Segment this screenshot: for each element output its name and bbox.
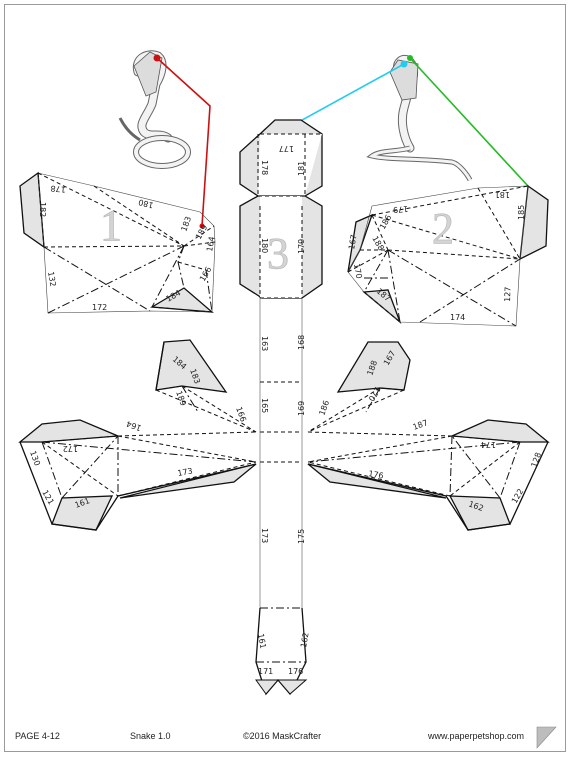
edge-label: 175 [297, 529, 306, 544]
edge-label: 172 [92, 303, 107, 312]
edge-label: 187 [412, 418, 429, 432]
edge-label: 161 [256, 633, 268, 650]
edge-label: 164 [125, 419, 142, 433]
page-curl [536, 726, 557, 749]
piece-1-outline [37, 172, 216, 314]
left-wing-flap-top [155, 339, 228, 393]
footer-copyright: ©2016 MaskCrafter [243, 731, 322, 741]
cyan-guide-line [283, 63, 405, 131]
edge-label: 169 [297, 401, 306, 416]
left-wing-flap-left [18, 419, 119, 443]
edge-label: 186 [317, 399, 331, 416]
edge-label: 167 [347, 234, 359, 251]
edge-label: 180 [137, 197, 154, 209]
part-number-3: 3 [267, 229, 289, 278]
edge-label: 170 [352, 263, 364, 280]
edge-label: 130 [28, 450, 42, 467]
edge-label: 164 [205, 236, 217, 253]
right-wing-flap-right [449, 419, 550, 443]
left-wing-outline [19, 341, 257, 531]
red-guide-dot-top [153, 54, 161, 62]
edge-label: 185 [517, 205, 526, 220]
red-guide-dot-bottom [199, 223, 205, 229]
edge-label: 163 [260, 336, 269, 351]
piece-3-tail-teeth [255, 679, 308, 695]
footer-model-name: Snake 1.0 [130, 731, 171, 741]
part-number-2: 2 [432, 204, 454, 253]
edge-label: 180 [260, 238, 269, 253]
piece-3-mid-face [260, 196, 302, 298]
piece-1-flap-bottom [149, 287, 214, 313]
edge-label: 121 [40, 489, 55, 507]
edge-label: 166 [234, 406, 248, 423]
edge-label: 181 [297, 161, 306, 176]
edge-label: 162 [299, 632, 311, 649]
edge-label: 128 [529, 451, 543, 468]
edge-label: 174 [450, 313, 465, 322]
edge-label: 176 [368, 469, 385, 481]
edge-label: 171 [258, 667, 273, 676]
edge-label: 173 [260, 528, 269, 543]
footer-page-number: PAGE 4-12 [15, 731, 60, 741]
piece-2-outline [347, 185, 529, 327]
green-guide-dot [407, 55, 413, 61]
page-border [4, 4, 566, 752]
edge-label: 183 [179, 215, 193, 232]
piece-3-top-face [258, 134, 322, 196]
edge-label: 178 [260, 160, 269, 175]
cyan-guide-dot [400, 60, 408, 68]
edge-label: 179 [297, 239, 306, 254]
snake-thumbnail-left [118, 50, 191, 169]
edge-label: 181 [495, 190, 510, 199]
snake-thumbnail-right [366, 55, 473, 182]
red-guide-line [156, 57, 211, 227]
edge-label: 172 [63, 444, 78, 453]
piece-2: 2 181 179 185 186 188 167 170 187 174 12… [347, 184, 549, 327]
edge-label: 186 [378, 213, 393, 231]
edge-label: 168 [297, 335, 306, 350]
right-wing-outline [307, 441, 549, 531]
part-number-1: 1 [100, 201, 122, 250]
green-guide-line [409, 57, 529, 187]
edge-label: 132 [46, 271, 58, 288]
edge-label: 174 [481, 440, 496, 449]
edge-label: 173 [177, 466, 194, 478]
piece-left-wing: 184 183 189 166 164 172 130 173 121 161 [18, 339, 257, 531]
edge-label: 165 [260, 398, 269, 413]
piece-right-wing: 167 170 188 186 187 174 128 176 162 122 [307, 341, 550, 531]
edge-label: 177 [279, 144, 294, 153]
footer-website-link[interactable]: www.paperpetshop.com [428, 731, 525, 741]
piece-1: 1 178 180 182 183 189 164 166 184 132 17… [19, 171, 217, 314]
edge-label: 178 [50, 184, 66, 194]
edge-label: 182 [38, 202, 47, 217]
edge-label: 127 [503, 286, 513, 302]
piece-3: 3 177 178 181 180 179 163 168 165 169 17… [239, 119, 323, 696]
edge-label: 179 [393, 204, 409, 214]
edge-label: 176 [288, 667, 303, 676]
